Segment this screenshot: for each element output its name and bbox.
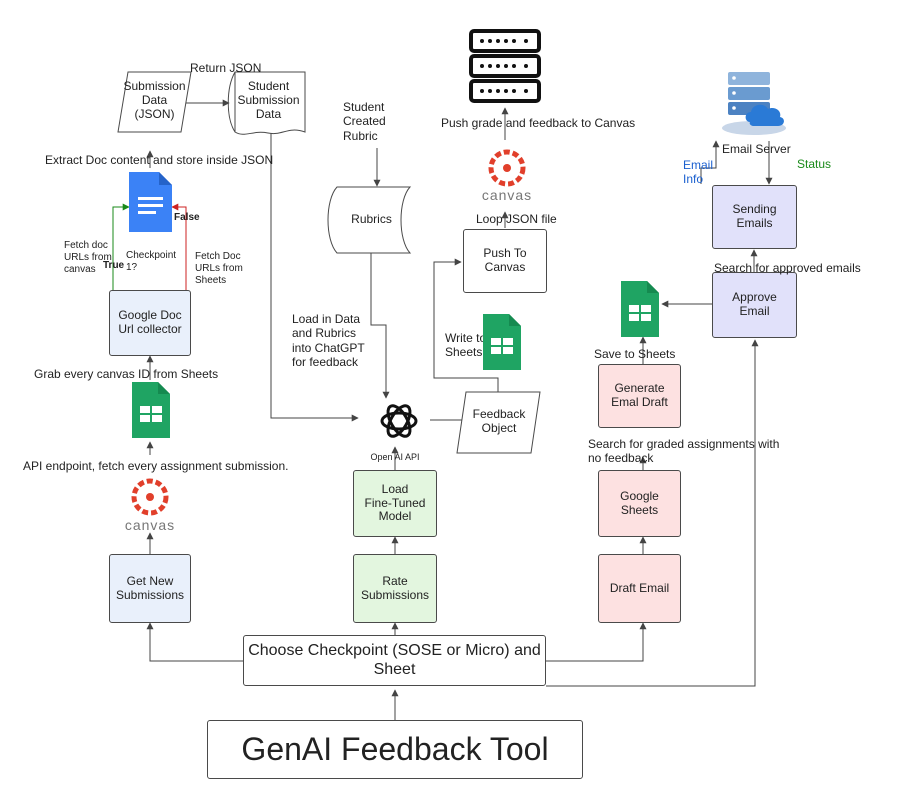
- draft-email-node[interactable]: Draft Email: [598, 554, 681, 623]
- submission-data-node[interactable]: Submission Data (JSON): [123, 79, 186, 121]
- draft-email-label: Draft Email: [609, 580, 670, 595]
- openai-api-label: Open AI API: [370, 452, 420, 462]
- rate-submissions-node[interactable]: Rate Submissions: [353, 554, 437, 623]
- server-rack-icon: [468, 28, 542, 109]
- approve-email-node[interactable]: Approve Email: [712, 272, 797, 338]
- google-sheets-label: Google Sheets: [620, 488, 659, 517]
- true-branch-label: True: [103, 260, 125, 271]
- canvas-logo-icon: [485, 146, 529, 195]
- search-approved-label: Search for approved emails: [714, 261, 861, 275]
- loop-json-label: Loop JSON file: [476, 212, 557, 226]
- canvas-logo-text: canvas: [481, 187, 533, 203]
- student-submission-data-node[interactable]: Student Submission Data: [237, 79, 300, 121]
- openai-logo-icon: [378, 400, 420, 447]
- load-model-label: Load Fine-Tuned Model: [364, 481, 426, 524]
- google-sheets-icon: [132, 382, 170, 443]
- canvas-logo-text: canvas: [124, 517, 176, 533]
- get-new-submissions-node[interactable]: Get New Submissions: [109, 554, 191, 623]
- google-sheets-icon: [621, 281, 659, 342]
- fetch-sheets-label: Fetch Doc URLs from Sheets: [195, 251, 243, 286]
- tool-title-text: GenAI Feedback Tool: [241, 731, 549, 768]
- save-to-sheets-label: Save to Sheets: [594, 347, 676, 361]
- grab-canvas-id-label: Grab every canvas ID from Sheets: [34, 367, 219, 381]
- google-sheets-icon: [483, 314, 521, 375]
- status-label: Status: [797, 157, 832, 171]
- fetch-canvas-label: Fetch doc URLs from canvas: [64, 240, 112, 275]
- extract-doc-label: Extract Doc content and store inside JSO…: [45, 153, 274, 167]
- sending-emails-node[interactable]: Sending Emails: [712, 185, 797, 249]
- return-json-label: Return JSON: [190, 61, 262, 75]
- api-endpoint-label: API endpoint, fetch every assignment sub…: [23, 459, 289, 473]
- feedback-object-node[interactable]: Feedback Object: [472, 407, 526, 435]
- google-docs-icon: [129, 172, 172, 237]
- email-info-label: Email Info: [683, 158, 714, 187]
- cloud-server-icon: [720, 70, 788, 143]
- push-grade-label: Push grade and feedback to Canvas: [441, 116, 636, 130]
- rate-submissions-label: Rate Submissions: [360, 573, 430, 602]
- false-branch-label: False: [174, 212, 200, 223]
- get-new-submissions-label: Get New Submissions: [115, 573, 185, 602]
- choose-checkpoint-node[interactable]: Choose Checkpoint (SOSE or Micro) and Sh…: [243, 635, 546, 686]
- google-sheets-node[interactable]: Google Sheets: [598, 470, 681, 537]
- choose-checkpoint-label: Choose Checkpoint (SOSE or Micro) and Sh…: [248, 642, 541, 678]
- student-created-rubric-label: Student Created Rubric: [343, 100, 386, 143]
- canvas-logo-icon: [128, 475, 172, 524]
- load-fine-tuned-model-node[interactable]: Load Fine-Tuned Model: [353, 470, 437, 537]
- tool-title: GenAI Feedback Tool: [207, 720, 583, 779]
- load-data-label: Load in Data and Rubrics into ChatGPT fo…: [292, 312, 365, 370]
- rubrics-node[interactable]: Rubrics: [351, 212, 392, 226]
- sending-emails-label: Sending Emails: [732, 202, 777, 230]
- email-server-label: Email Server: [722, 142, 791, 156]
- write-to-sheets-label: Write to Sheets: [445, 331, 487, 360]
- push-to-canvas-label: Push To Canvas: [483, 246, 527, 274]
- url-collector-label: Google Doc Url collector: [118, 308, 182, 336]
- google-doc-url-collector-node[interactable]: Google Doc Url collector: [109, 290, 191, 356]
- push-to-canvas-node[interactable]: Push To Canvas: [463, 229, 547, 293]
- generate-draft-label: Generate Emal Draft: [611, 381, 668, 409]
- search-graded-label: Search for graded assignments with no fe…: [588, 437, 780, 466]
- generate-email-draft-node[interactable]: Generate Emal Draft: [598, 364, 681, 428]
- approve-email-label: Approve Email: [732, 290, 777, 318]
- checkpoint-question-label: Checkpoint 1?: [126, 250, 177, 273]
